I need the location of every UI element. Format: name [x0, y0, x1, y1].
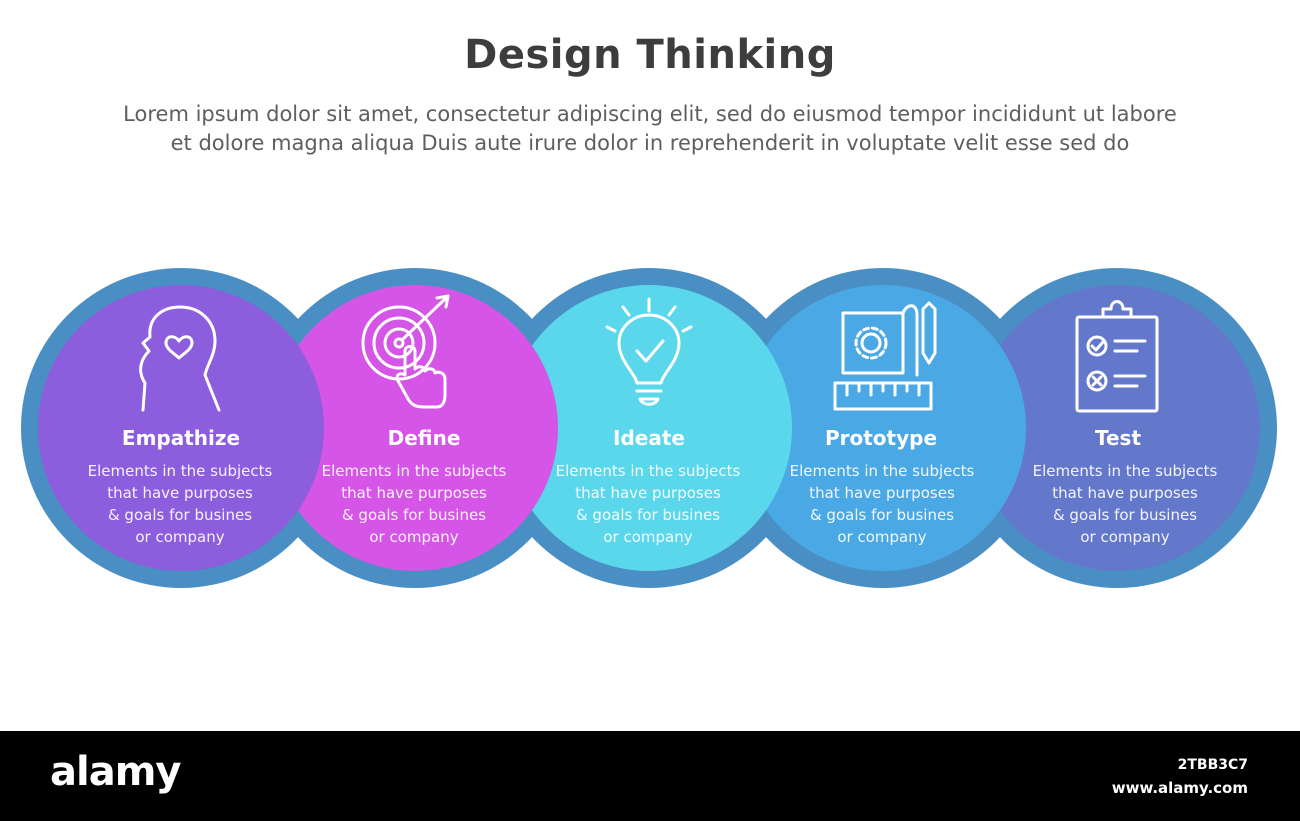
desc-line: & goals for busines — [108, 506, 252, 524]
desc-line: or company — [135, 528, 224, 546]
desc-line: Elements in the subjects — [322, 462, 507, 480]
desc-line: that have purposes — [107, 484, 253, 502]
desc-line: & goals for busines — [576, 506, 720, 524]
desc-line: Elements in the subjects — [556, 462, 741, 480]
step-desc-prototype: Elements in the subjects that have purpo… — [790, 462, 975, 546]
desc-line: that have purposes — [575, 484, 721, 502]
desc-line: that have purposes — [341, 484, 487, 502]
head-heart-icon — [139, 305, 221, 412]
step-title-ideate: Ideate — [613, 426, 685, 450]
desc-line: Elements in the subjects — [1033, 462, 1218, 480]
step-desc-ideate: Elements in the subjects that have purpo… — [556, 462, 741, 546]
desc-line: & goals for busines — [810, 506, 954, 524]
page-subtitle: Lorem ipsum dolor sit amet, consectetur … — [60, 100, 1240, 158]
design-thinking-diagram: Empathize Define Ideate Prototype Test E… — [21, 268, 1277, 588]
image-id: 2TBB3C7 — [1177, 757, 1248, 773]
step-discs — [38, 285, 1260, 571]
page-title: Design Thinking — [464, 32, 836, 78]
step-disc-test[interactable] — [974, 285, 1260, 571]
desc-line: Elements in the subjects — [88, 462, 273, 480]
desc-line: or company — [369, 528, 458, 546]
step-title-prototype: Prototype — [825, 426, 937, 450]
clipboard-checklist-icon — [1075, 300, 1159, 413]
desc-line: that have purposes — [809, 484, 955, 502]
step-disc-ideate[interactable] — [506, 285, 792, 571]
watermark-footer: alamy 2TBB3C7 www.alamy.com — [0, 731, 1300, 821]
step-disc-empathize[interactable] — [38, 285, 324, 571]
step-disc-prototype[interactable] — [740, 285, 1026, 571]
lightbulb-check-icon — [605, 297, 693, 406]
alamy-logo: alamy — [50, 749, 181, 795]
target-hand-icon — [361, 294, 450, 409]
step-desc-empathize: Elements in the subjects that have purpo… — [88, 462, 273, 546]
blueprint-gear-ruler-icon — [833, 301, 937, 411]
step-title-define: Define — [388, 426, 461, 450]
step-desc-define: Elements in the subjects that have purpo… — [322, 462, 507, 546]
desc-line: or company — [837, 528, 926, 546]
desc-line: & goals for busines — [342, 506, 486, 524]
desc-line: & goals for busines — [1053, 506, 1197, 524]
step-desc-test: Elements in the subjects that have purpo… — [1033, 462, 1218, 546]
step-title-empathize: Empathize — [122, 426, 240, 450]
subtitle-line-2: et dolore magna aliqua Duis aute irure d… — [170, 131, 1130, 155]
desc-line: or company — [603, 528, 692, 546]
subtitle-line-1: Lorem ipsum dolor sit amet, consectetur … — [123, 102, 1177, 126]
step-title-test: Test — [1095, 426, 1141, 450]
step-disc-define[interactable] — [272, 285, 558, 571]
site-url: www.alamy.com — [1111, 779, 1248, 797]
desc-line: Elements in the subjects — [790, 462, 975, 480]
desc-line: that have purposes — [1052, 484, 1198, 502]
desc-line: or company — [1080, 528, 1169, 546]
